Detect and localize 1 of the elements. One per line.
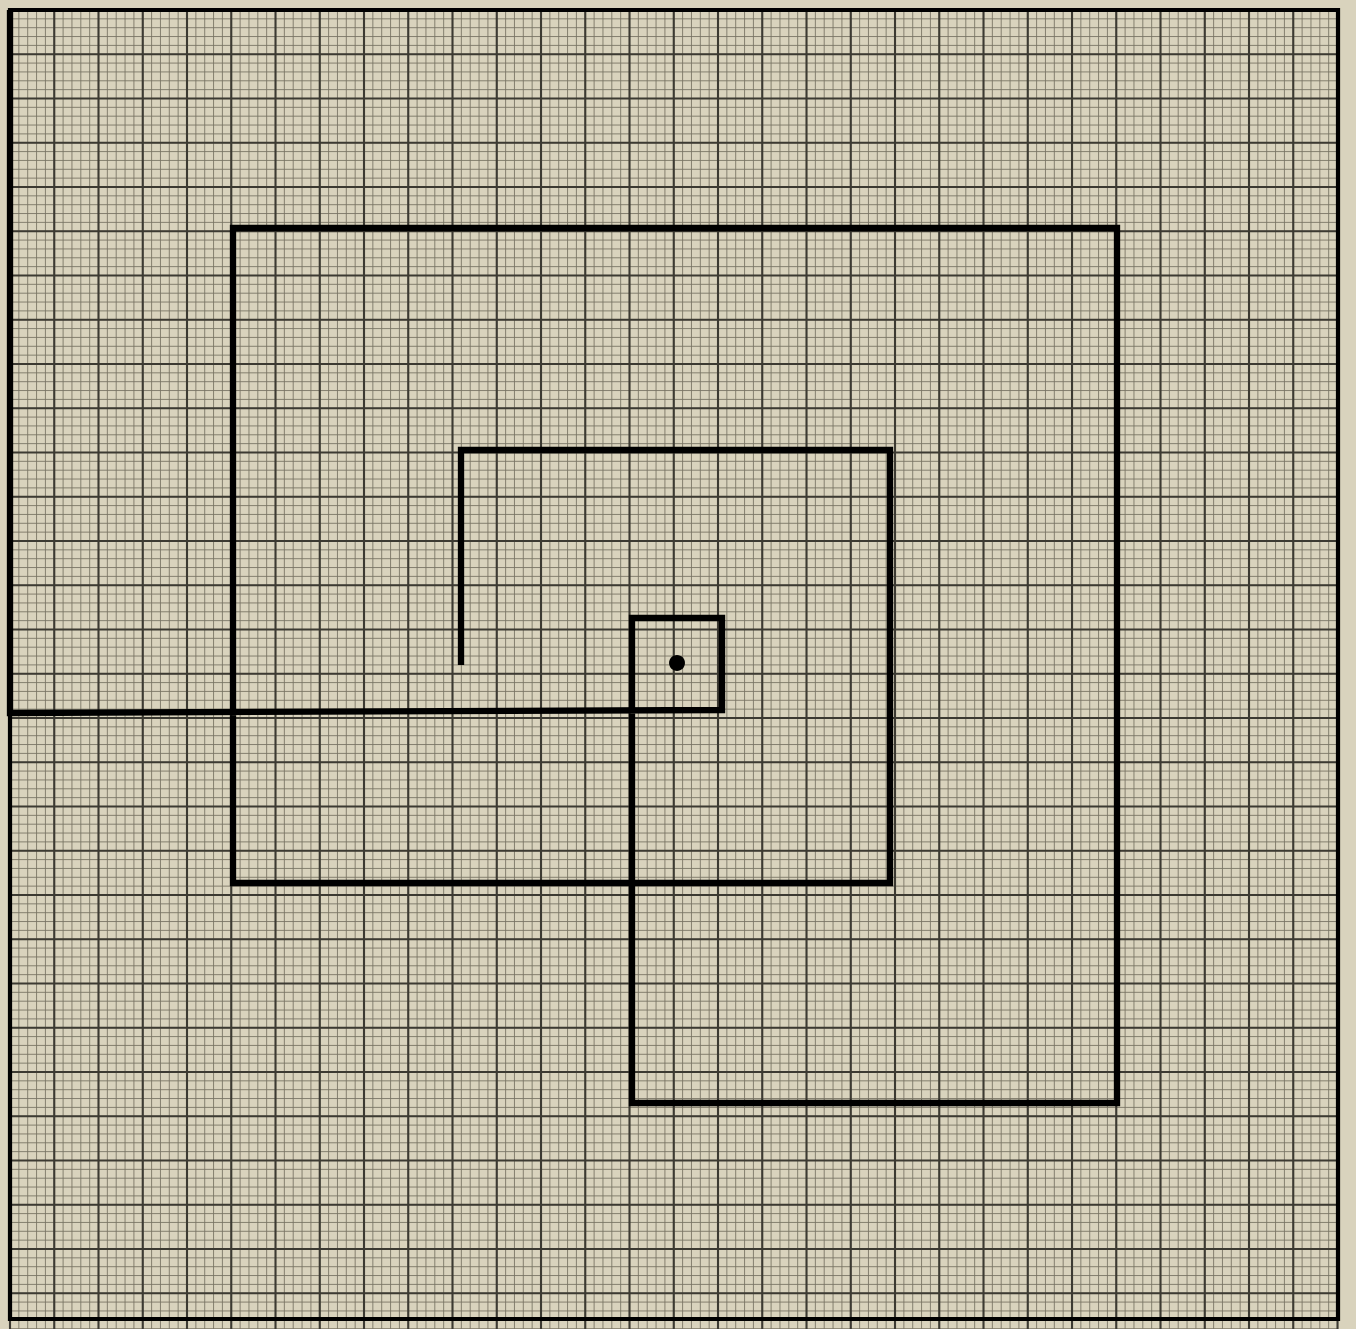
center-dot [669,655,685,671]
